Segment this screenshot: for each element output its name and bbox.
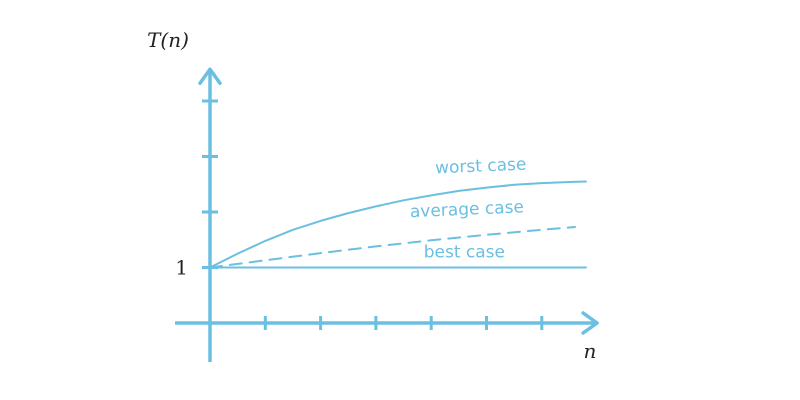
y-axis-label: T(n) [147, 28, 189, 52]
series-best-case-label: best case [424, 243, 505, 263]
x-axis-label: n [584, 339, 597, 363]
series-group: worst case average case best case [209, 155, 587, 269]
labels-group: n T(n) [147, 28, 596, 363]
x-axis-arrowhead [581, 311, 599, 335]
y-axis-arrowhead [198, 67, 222, 85]
series-average-case-label: average case [410, 197, 525, 222]
ticks-group: 1 [175, 99, 544, 330]
series-worst-case-line [209, 180, 587, 269]
y-tick-label-1: 1 [175, 256, 188, 280]
axes-group [175, 67, 599, 362]
series-worst-case-label: worst case [435, 155, 527, 179]
series-average-case-line [209, 226, 576, 269]
